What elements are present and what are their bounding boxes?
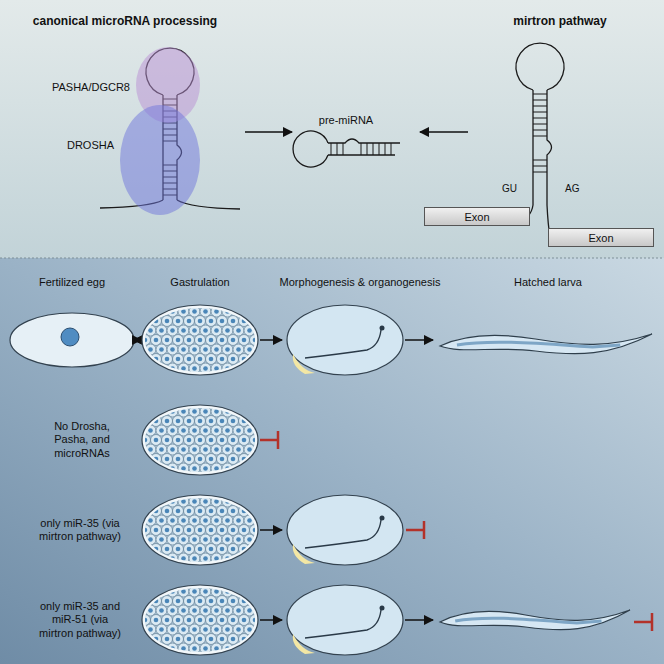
- base-pair: [533, 118, 547, 119]
- stage-label: Hatched larva: [493, 276, 603, 289]
- block-line: [634, 621, 652, 624]
- base-pair: [391, 143, 392, 155]
- base-pair: [533, 136, 547, 137]
- pharynx: [380, 606, 385, 611]
- base-pair: [533, 160, 547, 161]
- cells: [140, 306, 267, 374]
- node-outline: [120, 105, 200, 215]
- top-panel: [0, 0, 664, 258]
- pharynx: [380, 326, 385, 331]
- rna-label: AG: [565, 183, 595, 195]
- embryo: [287, 305, 403, 375]
- hairpin-loop: [516, 43, 564, 90]
- block-line: [406, 529, 424, 532]
- row-label: only miR-35 and miR-51 (via mirtron path…: [35, 600, 125, 640]
- eggshell: [142, 495, 258, 565]
- protein-label: DROSHA: [67, 139, 114, 151]
- embryo-gut: [305, 330, 381, 358]
- exon-label: Exon: [588, 232, 613, 244]
- process-arrow: [260, 529, 282, 531]
- base-pair: [533, 172, 547, 173]
- base-pair: [533, 166, 547, 167]
- larva-gut: [455, 618, 601, 623]
- panel-title: canonical microRNA processing: [10, 14, 240, 28]
- strand: [328, 139, 400, 143]
- embryo-gut: [305, 610, 381, 638]
- base-pair: [533, 100, 547, 101]
- larva-gut: [457, 342, 620, 347]
- process-arrow: [420, 131, 468, 133]
- flank: [177, 200, 240, 209]
- rna-label: pre-miRNA: [306, 114, 386, 127]
- bottom-panel: [0, 258, 664, 664]
- embryo: [287, 495, 403, 565]
- cells: [140, 586, 267, 654]
- stage-label: Morphogenesis & organogenesis: [270, 276, 450, 289]
- base-pair: [533, 94, 547, 95]
- base-pair: [337, 143, 338, 155]
- embryo: [287, 585, 403, 655]
- block-bar: [277, 431, 280, 449]
- block-bar: [423, 521, 426, 539]
- exon-label: Exon: [464, 211, 489, 223]
- strand: [532, 90, 533, 205]
- process-arrow: [260, 339, 282, 341]
- base-pair: [373, 143, 374, 155]
- exon-box: Exon: [548, 228, 654, 247]
- base-pair: [343, 143, 344, 155]
- cells: [140, 496, 267, 564]
- larva: [440, 610, 630, 630]
- base-pair: [361, 143, 362, 155]
- exon-box: Exon: [424, 207, 530, 226]
- eggshell: [142, 405, 258, 475]
- base-pair: [379, 143, 380, 155]
- base-pair: [533, 112, 547, 113]
- eggshell: [142, 305, 258, 375]
- block-line: [260, 439, 278, 442]
- process-arrow: [137, 339, 141, 341]
- divider: [0, 258, 664, 259]
- base-pair: [533, 130, 547, 131]
- egg: [10, 313, 134, 367]
- process-arrow: [245, 131, 292, 133]
- larva: [440, 334, 652, 354]
- rna-label: GU: [487, 183, 517, 195]
- cells: [140, 406, 267, 474]
- base-pair: [533, 106, 547, 107]
- strand: [547, 90, 552, 205]
- eggshell: [142, 585, 258, 655]
- block-bar: [651, 613, 654, 631]
- stage-label: Gastrulation: [145, 276, 255, 289]
- base-pair: [331, 143, 332, 155]
- row-label: No Drosha, Pasha, and microRNAs: [42, 420, 122, 460]
- base-pair: [533, 124, 547, 125]
- protein-ellipse: DROSHA: [120, 105, 200, 215]
- base-pair: [367, 143, 368, 155]
- process-arrow: [134, 339, 136, 341]
- nucleus: [61, 328, 79, 346]
- stage-label: Fertilized egg: [17, 276, 127, 289]
- process-arrow: [405, 339, 433, 341]
- base-pair: [385, 143, 386, 155]
- embryo-gut: [305, 520, 381, 548]
- panel-title: mirtron pathway: [480, 14, 640, 28]
- process-arrow: [405, 619, 433, 621]
- pharynx: [380, 516, 385, 521]
- hairpin-loop: [293, 131, 328, 167]
- row-label: only miR-35 (via mirtron pathway): [35, 517, 125, 543]
- process-arrow: [260, 619, 282, 621]
- protein-label: PASHA/DGCR8: [52, 81, 130, 93]
